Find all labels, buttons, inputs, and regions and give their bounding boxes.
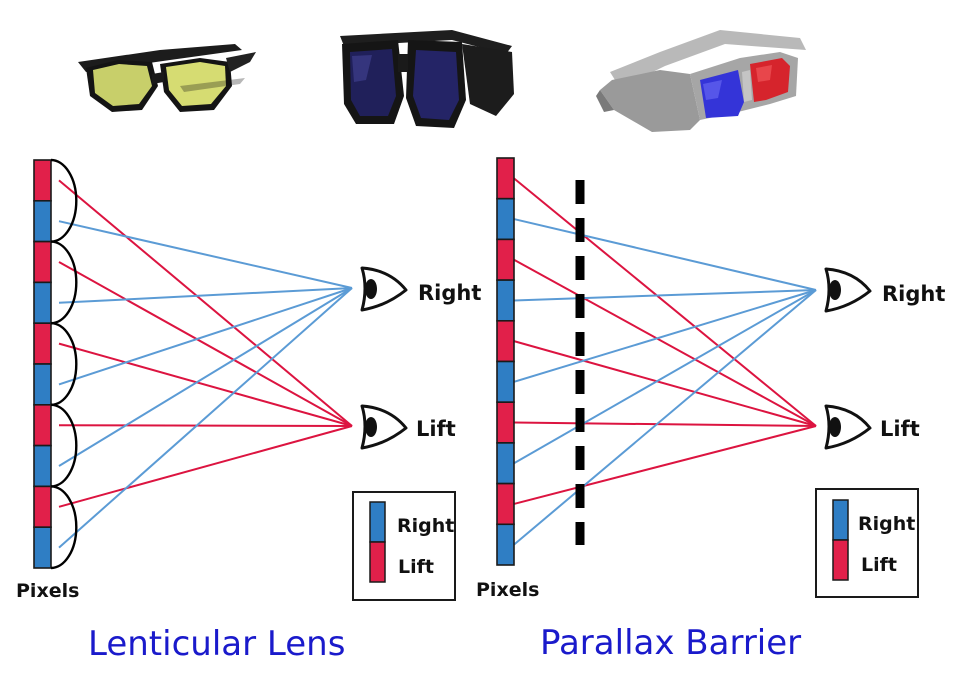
left-eye-pixel — [33, 240, 52, 284]
legend-right-label: Right — [858, 513, 915, 535]
lenticular-light-rays — [58, 179, 353, 549]
right-eye-pixel — [33, 526, 52, 569]
left-eye-icon — [824, 404, 872, 450]
left-eye-pixel — [496, 482, 515, 526]
left-eye-icon — [360, 404, 408, 450]
parallax-light-rays — [513, 177, 817, 546]
parallax-legend: Right Lift — [815, 488, 919, 598]
right-eye-pixel — [496, 442, 515, 485]
right-eye-ray — [58, 220, 353, 289]
left-eye-label: Lift — [416, 417, 456, 441]
right-eye-pixel — [33, 363, 52, 406]
left-eye-ray — [58, 425, 353, 508]
legend-left-label: Lift — [861, 554, 897, 576]
right-eye-ray — [513, 289, 817, 546]
pixels-label: Pixels — [16, 580, 79, 602]
left-eye-ray — [58, 261, 353, 427]
lenticule — [50, 158, 78, 243]
left-eye-pixel — [33, 322, 52, 365]
right-eye-pixel — [496, 197, 515, 241]
polarized-glasses-icon — [340, 30, 514, 128]
right-eye-ray — [513, 289, 817, 465]
right-eye-ray — [513, 289, 817, 383]
right-eye-ray — [513, 289, 817, 302]
lenticule — [50, 403, 78, 488]
left-eye-pixel — [33, 403, 52, 447]
parallax-barrier-caption: Parallax Barrier — [540, 623, 801, 663]
shutter-glasses-icon — [78, 44, 256, 112]
legend-left-swatch — [369, 541, 386, 583]
right-eye-pixel — [496, 360, 515, 404]
right-eye-ray — [513, 218, 817, 291]
legend-right-swatch — [369, 501, 386, 543]
left-eye-pixel — [496, 157, 515, 200]
lenticule — [50, 322, 78, 406]
right-eye-pixel — [33, 281, 52, 324]
left-eye-pixel — [33, 485, 52, 528]
lenticule — [50, 485, 78, 570]
anaglyph-red-blue-glasses-icon — [596, 30, 806, 132]
left-eye-ray — [513, 258, 817, 427]
lenticular-pixel-column — [33, 159, 52, 569]
right-eye-label: Right — [418, 281, 481, 305]
left-eye-pixel — [33, 159, 52, 202]
right-eye-label: Right — [882, 282, 945, 306]
lenticular-lens-caption: Lenticular Lens — [88, 624, 345, 664]
lenticular-lens-array — [50, 158, 78, 570]
right-eye-ray — [58, 287, 353, 549]
right-eye-ray — [58, 287, 353, 304]
legend-right-swatch — [832, 499, 849, 541]
left-eye-label: Lift — [880, 417, 920, 441]
left-eye-ray — [513, 421, 817, 427]
right-eye-icon — [360, 266, 408, 312]
left-eye-pixel — [496, 401, 515, 444]
pixels-label: Pixels — [476, 579, 539, 601]
lenticule — [50, 240, 78, 325]
right-eye-ray — [58, 287, 353, 467]
legend-right-label: Right — [397, 515, 454, 537]
parallax-pixel-column — [496, 157, 515, 566]
left-eye-ray — [513, 177, 817, 427]
left-eye-ray — [58, 424, 353, 427]
left-eye-ray — [58, 179, 353, 427]
left-eye-ray — [513, 340, 817, 427]
right-eye-pixel — [496, 279, 515, 322]
right-eye-icon — [824, 267, 872, 313]
left-eye-ray — [513, 425, 817, 505]
right-eye-ray — [58, 287, 353, 386]
left-eye-pixel — [496, 238, 515, 281]
legend-left-label: Lift — [398, 556, 434, 578]
lenticular-legend: Right Lift — [352, 491, 456, 601]
left-eye-ray — [58, 342, 353, 427]
legend-left-swatch — [832, 539, 849, 581]
right-eye-pixel — [33, 200, 52, 243]
right-eye-pixel — [33, 444, 52, 488]
right-eye-pixel — [496, 523, 515, 566]
left-eye-pixel — [496, 319, 515, 363]
